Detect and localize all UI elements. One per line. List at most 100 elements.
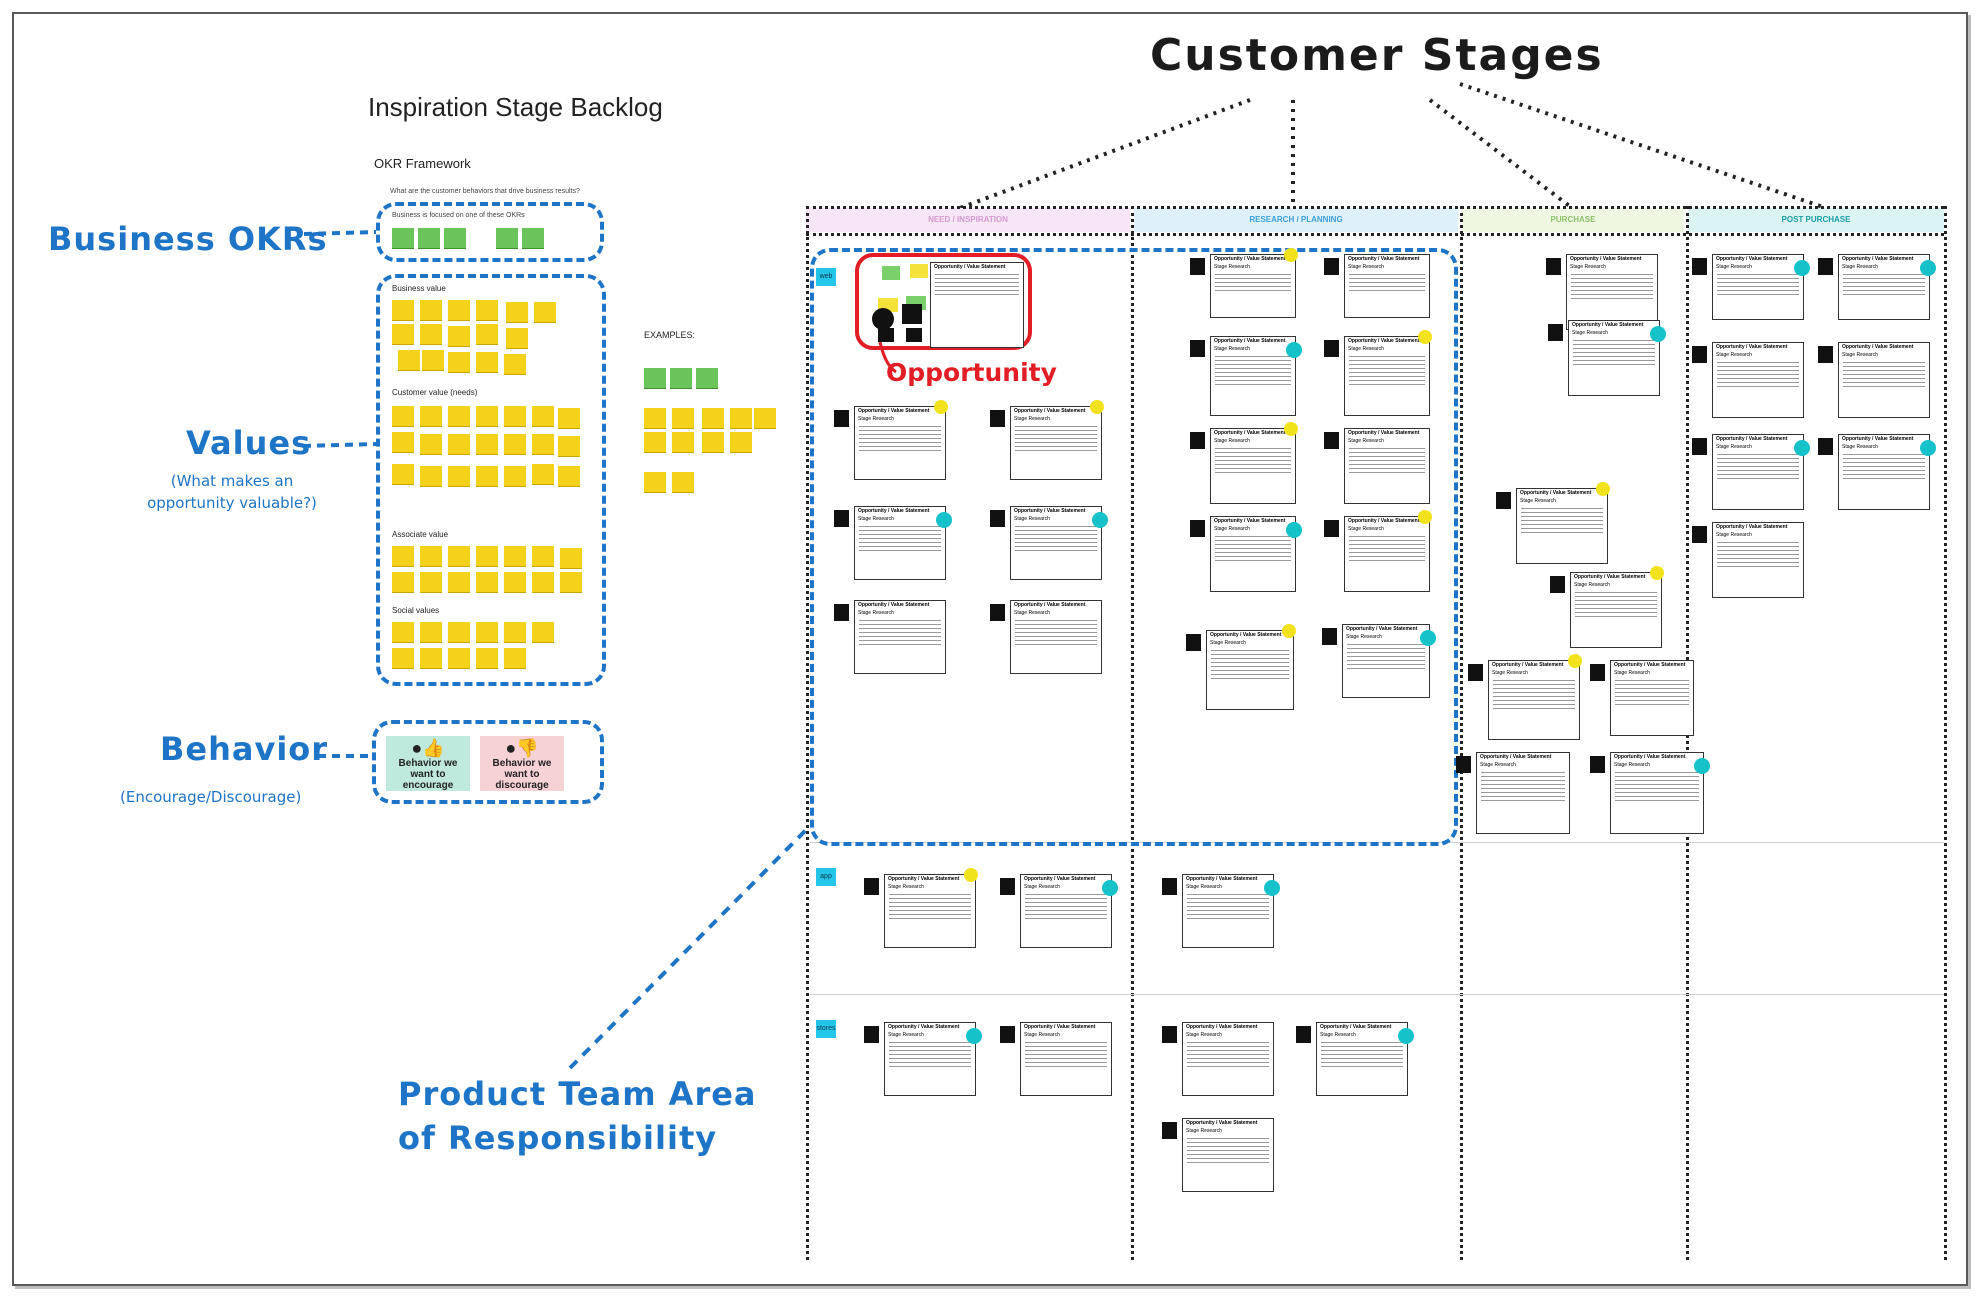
behavior-marker[interactable] xyxy=(1324,258,1339,275)
example-sticky[interactable] xyxy=(644,408,666,428)
discourage-card[interactable]: ●👎 Behavior we want to discourage xyxy=(480,736,564,791)
behavior-marker[interactable] xyxy=(1692,526,1707,543)
value-dot[interactable] xyxy=(1282,624,1296,638)
example-sticky[interactable] xyxy=(730,408,752,428)
value-sticky[interactable] xyxy=(558,436,580,456)
example-sticky[interactable] xyxy=(644,368,666,388)
behavior-marker[interactable] xyxy=(1162,878,1177,895)
value-sticky[interactable] xyxy=(504,466,526,486)
behavior-marker[interactable] xyxy=(1818,258,1833,275)
behavior-marker[interactable] xyxy=(834,510,849,527)
value-sticky[interactable] xyxy=(476,406,498,426)
encourage-card[interactable]: ●👍 Behavior we want to encourage xyxy=(386,736,470,791)
okr-dot[interactable] xyxy=(1102,880,1118,896)
value-sticky[interactable] xyxy=(392,572,414,592)
value-sticky[interactable] xyxy=(392,300,414,320)
behavior-marker[interactable] xyxy=(1496,492,1511,509)
value-sticky[interactable] xyxy=(476,622,498,642)
opportunity-card[interactable]: Opportunity / Value Statement xyxy=(930,262,1024,348)
value-sticky[interactable] xyxy=(420,572,442,592)
behavior-marker[interactable] xyxy=(1818,438,1833,455)
value-sticky[interactable] xyxy=(476,546,498,566)
stage-need-inspiration[interactable]: NEED / INSPIRATION xyxy=(806,208,1130,232)
okr-dot[interactable] xyxy=(936,512,952,528)
value-sticky[interactable] xyxy=(534,302,556,322)
team-tag-app[interactable]: app xyxy=(816,868,836,886)
behavior-marker[interactable] xyxy=(1000,1026,1015,1043)
okr-dot[interactable] xyxy=(1794,440,1810,456)
example-sticky[interactable] xyxy=(644,472,666,492)
okr-sticky[interactable] xyxy=(418,228,440,248)
value-sticky[interactable] xyxy=(392,546,414,566)
behavior-marker[interactable] xyxy=(1000,878,1015,895)
value-sticky[interactable] xyxy=(392,648,414,668)
behavior-marker[interactable] xyxy=(1324,520,1339,537)
value-sticky[interactable] xyxy=(532,546,554,566)
okr-dot[interactable] xyxy=(1286,342,1302,358)
behavior-marker[interactable] xyxy=(1550,576,1565,593)
value-sticky[interactable] xyxy=(420,466,442,486)
value-sticky[interactable] xyxy=(392,464,414,484)
behavior-marker[interactable] xyxy=(834,410,849,427)
value-sticky[interactable] xyxy=(532,464,554,484)
value-sticky[interactable] xyxy=(504,572,526,592)
behavior-marker[interactable] xyxy=(990,604,1005,621)
value-sticky[interactable] xyxy=(476,466,498,486)
value-sticky[interactable] xyxy=(504,406,526,426)
okr-sticky[interactable] xyxy=(496,228,518,248)
value-sticky[interactable] xyxy=(392,406,414,426)
behavior-marker[interactable] xyxy=(1546,258,1561,275)
behavior-marker[interactable] xyxy=(1324,340,1339,357)
value-sticky[interactable] xyxy=(558,408,580,428)
example-sticky[interactable] xyxy=(670,368,692,388)
okr-sticky[interactable] xyxy=(522,228,544,248)
value-sticky[interactable] xyxy=(504,622,526,642)
behavior-marker[interactable] xyxy=(1548,324,1563,341)
behavior-marker[interactable] xyxy=(1468,664,1483,681)
okr-dot[interactable] xyxy=(1920,440,1936,456)
value-sticky[interactable] xyxy=(476,572,498,592)
value-dot[interactable] xyxy=(1418,510,1432,524)
behavior-marker[interactable] xyxy=(864,1026,879,1043)
behavior-marker[interactable] xyxy=(864,878,879,895)
stage-post-purchase[interactable]: POST PURCHASE xyxy=(1688,208,1944,232)
okr-dot[interactable] xyxy=(1694,758,1710,774)
value-sticky[interactable] xyxy=(392,324,414,344)
value-sticky[interactable] xyxy=(448,572,470,592)
team-tag-web[interactable]: web xyxy=(816,268,836,286)
stage-purchase[interactable]: PURCHASE xyxy=(1462,208,1684,232)
behavior-marker[interactable] xyxy=(1590,664,1605,681)
example-sticky[interactable] xyxy=(754,408,776,428)
okr-dot[interactable] xyxy=(1286,522,1302,538)
behavior-marker[interactable] xyxy=(834,604,849,621)
value-sticky[interactable] xyxy=(448,352,470,372)
behavior-marker[interactable] xyxy=(1190,520,1205,537)
okr-dot[interactable] xyxy=(1920,260,1936,276)
behavior-marker[interactable] xyxy=(1296,1026,1311,1043)
value-sticky[interactable] xyxy=(532,622,554,642)
value-sticky[interactable] xyxy=(420,546,442,566)
okr-dot[interactable] xyxy=(1794,260,1810,276)
value-sticky[interactable] xyxy=(448,622,470,642)
value-sticky[interactable] xyxy=(420,324,442,344)
opportunity-node[interactable] xyxy=(902,304,922,324)
opportunity-node[interactable] xyxy=(906,328,922,342)
value-dot[interactable] xyxy=(1568,654,1582,668)
value-sticky[interactable] xyxy=(560,572,582,592)
